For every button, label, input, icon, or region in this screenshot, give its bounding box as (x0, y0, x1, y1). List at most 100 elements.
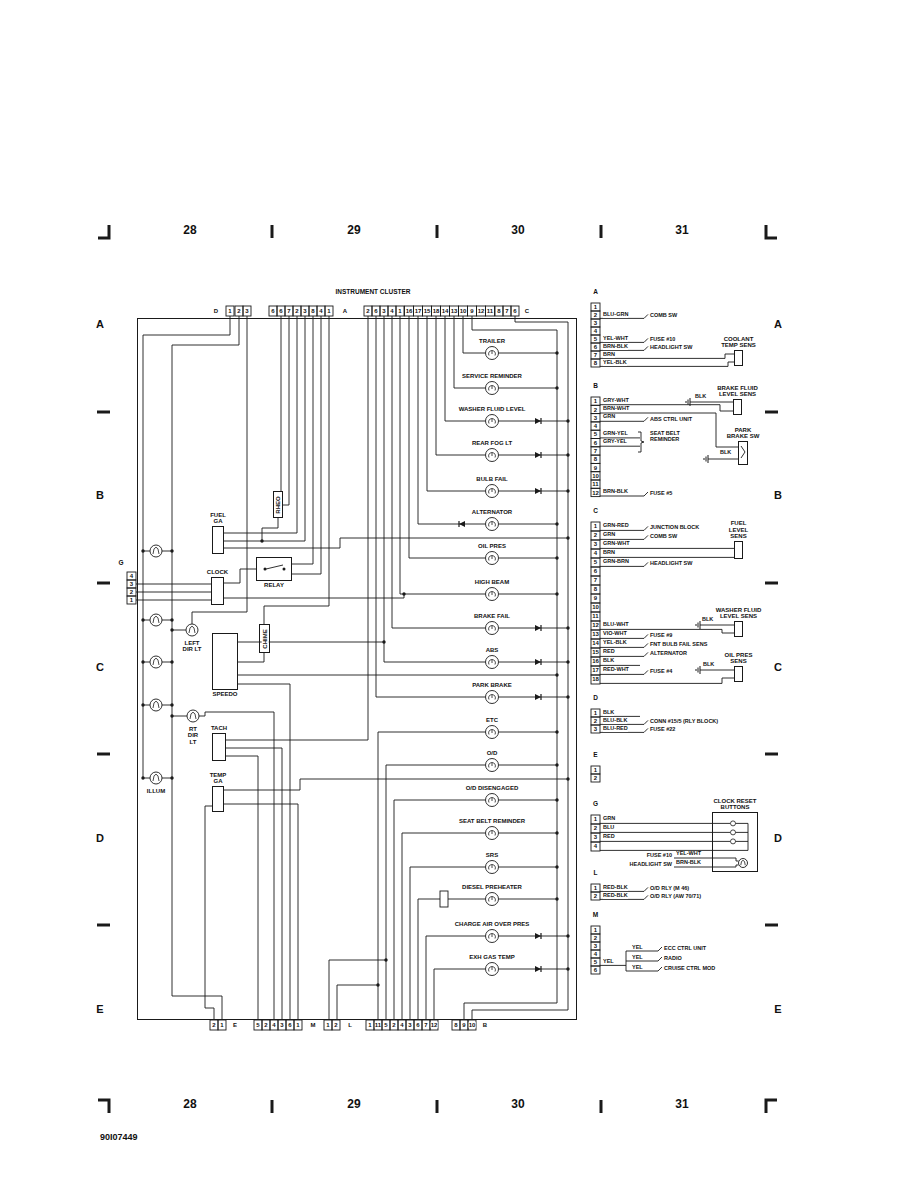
pin-number: 3 (303, 308, 306, 314)
wire (600, 891, 644, 892)
wire-tick (658, 957, 662, 961)
bulb-filament (153, 774, 159, 781)
wire (600, 965, 626, 966)
pin-number: 2 (366, 308, 369, 314)
connector-pin (591, 405, 600, 413)
connector-pin (591, 833, 600, 842)
connector-pin (591, 585, 600, 594)
wire (386, 765, 486, 1020)
component-box: WASHER FLUID LEVEL SENS (734, 621, 743, 637)
lamp-filament (489, 386, 496, 391)
bulb-symbol (150, 656, 162, 668)
pin-number: 11 (592, 613, 598, 619)
connector-pin (364, 306, 372, 316)
connector-pin (591, 311, 600, 319)
wire (463, 316, 486, 353)
pin-number: 6 (594, 568, 597, 574)
connector-pin (591, 709, 600, 717)
connector-letter: M (593, 912, 598, 919)
pin-number: 18 (592, 676, 599, 682)
pin-number: E (233, 1022, 237, 1028)
button-symbol (731, 830, 736, 835)
connector-pin (591, 892, 600, 900)
pin-number: 10 (592, 473, 599, 479)
pin-number: 2 (594, 893, 597, 899)
wire (499, 867, 558, 868)
diode-symbol (535, 933, 541, 939)
pin-number: 1 (368, 1022, 371, 1028)
connector-pin (591, 630, 600, 639)
wire (600, 557, 734, 558)
junction-dot (555, 673, 558, 676)
indicator-label: O/D (487, 750, 498, 756)
lamp-symbol (486, 588, 499, 601)
wire (199, 712, 274, 1020)
connector-pin (243, 306, 251, 316)
junction-dot (555, 730, 558, 733)
connector-pin (235, 306, 243, 316)
ground-symbol (688, 400, 689, 405)
connector-pin (301, 306, 309, 316)
connector-pin (591, 612, 600, 621)
wire-label: RED-BLK (603, 885, 628, 891)
connector-pin (591, 359, 600, 367)
junction-dot (170, 714, 173, 717)
grid-reference: B (96, 490, 104, 502)
wire-label: COMB SW (650, 313, 677, 319)
connector-pin (405, 306, 414, 316)
lamp-symbol (486, 861, 499, 874)
pin-number: 3 (594, 320, 597, 326)
wire-label: SEAT BELT REMINDER (650, 431, 692, 443)
wire (600, 716, 640, 717)
component-label: RELAY (264, 582, 284, 589)
wire (600, 732, 644, 733)
component-label: FUEL LEVEL SENS (721, 520, 757, 540)
pin-number: 1 (130, 597, 133, 603)
component-label: CLOCK RESET BUTTONS (710, 798, 760, 811)
pin-number: 3 (594, 726, 597, 732)
junction-dot (555, 865, 558, 868)
component-box: FUEL LEVEL SENS (734, 541, 743, 559)
pin-number: 6 (594, 967, 597, 973)
connector-pin (325, 306, 333, 316)
component-box: COOLANT TEMP SENS (734, 350, 743, 366)
lamp-filament (492, 695, 493, 698)
pin-number: 10 (592, 604, 599, 610)
lamp-filament (492, 831, 493, 834)
connector-pin (591, 766, 600, 774)
pin-number: 1 (594, 523, 597, 529)
junction-dot (170, 549, 173, 552)
wire-label: FUSE #10 (650, 337, 675, 343)
bulb-filament (153, 616, 159, 623)
connector-letter: B (593, 383, 598, 390)
wire-tick (644, 417, 648, 421)
grid-mark (765, 582, 778, 585)
pin-number: A (343, 308, 347, 314)
wire (690, 402, 733, 403)
lamp-filament (492, 967, 493, 970)
junction-dot (141, 618, 144, 621)
connector-pin (388, 306, 396, 316)
wire (600, 496, 644, 497)
connector-pin (591, 472, 600, 480)
indicator-label: ABS (486, 647, 499, 653)
wire-tick (644, 492, 648, 496)
connector-pin (591, 774, 600, 782)
lamp-symbol (486, 893, 499, 906)
lamp-symbol (486, 759, 499, 772)
pin-number: 14 (442, 308, 449, 314)
wire-label: FUSE #5 (650, 491, 672, 497)
wire (499, 421, 569, 422)
connector-letter: D (593, 695, 598, 702)
connector-pin (591, 621, 600, 630)
lamp-symbol (486, 794, 499, 807)
lamp-filament (492, 386, 493, 389)
wire-tick (644, 652, 648, 656)
wire (283, 316, 289, 505)
lamp-filament (492, 419, 493, 422)
junction-dot (141, 703, 144, 706)
connector-pin (486, 306, 495, 316)
indicator-label: TRAILER (479, 338, 505, 344)
wire (264, 316, 329, 624)
pin-number: 6 (288, 1022, 291, 1028)
